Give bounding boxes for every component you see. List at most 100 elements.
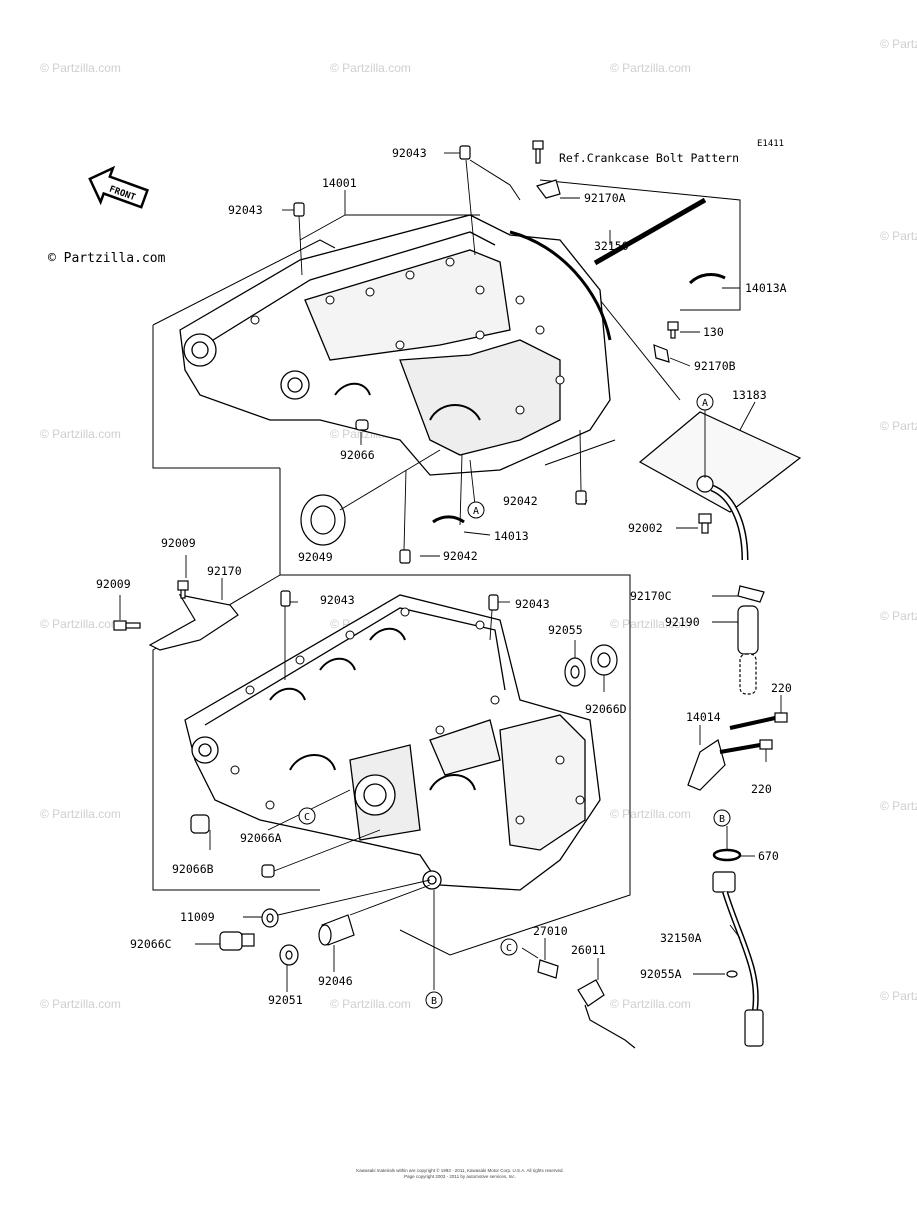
hose-icon [737,605,759,655]
part-number-label: 32150A [660,931,702,945]
part-number-label: 92190 [665,615,700,629]
part-number-label: 92055A [640,967,682,981]
oil-pipe-rod-icon [593,197,707,266]
upper-crankcase [179,214,612,476]
watermark: © Partzilla.com [880,609,917,623]
part-number-label: 92055 [548,623,583,637]
o-ring-icon [712,848,742,862]
copyright-text: © Partzilla.com [48,251,166,266]
callout-circle [298,807,316,825]
part-number-label: 92043 [392,146,427,160]
dowel-pin-icon [575,490,587,505]
pin-icon [355,419,369,431]
part-number-label: 32150 [594,239,629,253]
clamp-icon [653,344,670,363]
part-number-label: 92066C [130,937,172,951]
reference-note: Ref.Crankcase Bolt Pattern [559,151,739,165]
callout-circle [467,501,485,519]
part-number-label: 27010 [533,924,568,938]
diagram-code: E1411 [757,139,784,149]
callout-circles [298,393,731,1009]
part-number-label: 670 [758,849,779,863]
part-number-label: 130 [703,325,724,339]
leader-lines [119,152,782,992]
part-number-label: 14013A [745,281,787,295]
watermark: © Partzilla.com [880,419,917,433]
callout-letter: C [304,812,310,823]
watermark: © Partzilla.com [40,807,121,821]
callout-letter: A [473,506,479,517]
part-number-label: 92043 [228,203,263,217]
watermark: © Partzilla.com [40,427,121,441]
part-number-label: 92009 [161,536,196,550]
part-number-label: 92170 [207,564,242,578]
part-number-label: 14013 [494,529,529,543]
watermark: © Partzilla.com [610,997,691,1011]
callout-letter: B [431,996,437,1007]
dowel-pin-icon [280,590,291,607]
callout-circle [713,809,731,827]
front-arrow-icon: FRONT [88,165,150,209]
callout-circle [696,393,714,411]
watermark: © Partzilla.com [880,229,917,243]
dowel-pin-icon [399,549,411,564]
callout-circle [500,938,518,956]
callout-letter: B [719,814,725,825]
dowel-pin-icon [293,202,305,217]
part-number-label: 220 [771,681,792,695]
part-number-label: 220 [751,782,772,796]
part-number-label: 92051 [268,993,303,1007]
footer-copyright: Kawasaki materials within are copyright … [356,1167,564,1173]
watermark: © Partzilla.com [880,37,917,51]
part-number-label: 92170C [630,589,672,603]
watermark: © Partzilla.com [40,617,121,631]
watermark: © Partzilla.com [40,997,121,1011]
clamp-icon [737,585,765,603]
oil-pipe-icon [712,871,736,893]
lower-crankcase-bosses [230,607,585,825]
fork-icon [687,739,726,791]
half-bearing-icon [432,515,465,524]
part-number-label: 92049 [298,550,333,564]
part-number-label: 14014 [686,710,721,724]
upper-crankcase-bosses [250,257,565,415]
watermark: © Partzilla.com [330,61,411,75]
ref-bolt-icon [532,140,544,164]
part-number-label: 14001 [322,176,357,190]
dowel-pin-icon [459,145,471,160]
footer-page-copyright: Page copyright 2003 - 2011 by automotive… [404,1174,516,1179]
switch-icon [537,959,559,979]
dowel-pin-icon [488,594,499,611]
part-number-label: 92043 [320,593,355,607]
watermark: © Partzilla.com [880,799,917,813]
half-bearing-icon [688,273,726,285]
lower-crankcase [184,594,601,891]
part-number-label: 92066A [240,831,282,845]
watermark: © Partzilla.com [610,61,691,75]
watermark: © Partzilla.com [330,997,411,1011]
part-number-label: 11009 [180,910,215,924]
part-number-label: 92042 [503,494,538,508]
callout-circle [425,991,443,1009]
part-number-label: 92066 [340,448,375,462]
callout-letter: A [702,398,708,409]
part-number-label: 92046 [318,974,353,988]
watermark: © Partzilla.com [40,61,121,75]
bracket-icon [148,594,239,651]
part-number-label: 92002 [628,521,663,535]
small-parts [113,145,802,1049]
oil-screen-icon [638,411,802,513]
part-number-label: 92043 [515,597,550,611]
watermark: © Partzilla.com [880,989,917,1003]
watermark: © Partzilla.com [610,807,691,821]
part-number-label: 92170A [584,191,626,205]
callout-letters: A A B B C C [304,398,725,1007]
part-number-label: 92170B [694,359,736,373]
part-number-label: 92066D [585,702,627,716]
part-number-label: 26011 [571,943,606,957]
part-number-label: 92066B [172,862,214,876]
part-number-label: 92009 [96,577,131,591]
part-labels: 92043 14001 92043 92170A 32150 14013A 13… [96,146,792,1007]
